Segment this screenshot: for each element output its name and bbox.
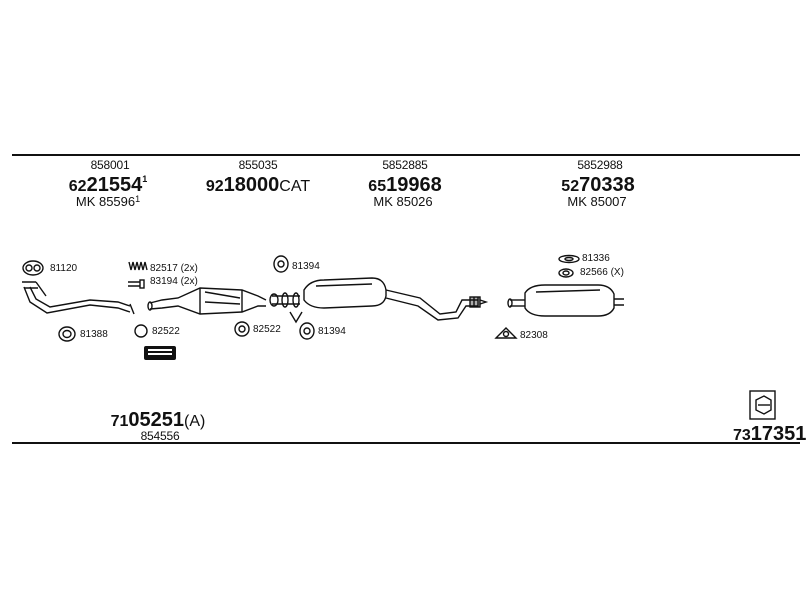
header-2-ref: 855035 [238,158,278,172]
header-1-main: 21554 [86,174,143,196]
label-82566: 82566 (X) [580,267,624,278]
header-4-ref: 5852988 [577,158,623,172]
label-82522-a: 82522 [152,326,180,337]
header-3-main: 19968 [386,174,442,196]
spring-82517-icon [128,261,148,271]
header-2-main: 18000 [223,174,280,196]
header-3-partno: 6519968 [368,175,441,195]
top-rule [12,154,800,156]
label-81120: 81120 [50,263,78,274]
code-partno: 7317351 [733,424,806,444]
pipe-end-icon [469,296,489,308]
kit-prefix: 71 [110,413,129,430]
bolt-83194-icon [128,279,145,289]
label-81388: 81388 [80,329,108,340]
middle-silencer-icon [303,277,478,321]
kit-suffix: (A) [184,413,206,430]
kit-badge-icon [749,390,776,420]
hanger-81394-b-icon [299,322,315,340]
heat-shield-icon [144,346,176,360]
label-81336: 81336 [582,253,610,264]
header-3-mk: MK 85026 [373,194,433,209]
header-4-main: 70338 [579,174,635,196]
label-82517: 82517 (2x) [150,263,198,274]
hanger-82308-icon [494,327,518,339]
label-82522-b: 82522 [253,324,281,335]
header-4-partno: 5270338 [561,175,634,195]
header-1-partno: 62215541 [68,174,148,196]
clamp-82566-icon [558,268,574,278]
gasket-81336-icon [558,254,580,264]
ring-82522-a-icon [134,324,148,338]
header-1-ref: 858001 [90,158,130,172]
front-pipe-icon [22,281,135,315]
header-4-mk: MK 85007 [567,194,627,209]
rear-silencer-icon [507,284,624,317]
ring-81388-icon [58,326,76,342]
header-1-mk: MK 855961 [75,194,141,209]
header-1-mk-sup: 1 [135,194,141,204]
hanger-81394-a-icon [273,255,289,273]
kit-partno: 7105251(A) [111,410,206,430]
header-1-mk-text: MK 85596 [75,194,136,209]
label-83194: 83194 (2x) [150,276,198,287]
catalytic-converter-icon [147,287,267,315]
pipe-end-shade-icon [470,297,480,307]
code-prefix: 73 [733,427,751,444]
gasket-81120-icon [22,260,44,276]
label-81394-a: 81394 [292,261,320,272]
kit-ref: 854556 [140,429,180,443]
header-3-ref: 5852885 [382,158,428,172]
clamp-icon [269,292,303,324]
header-2-suffix: CAT [279,178,311,195]
header-2-partno: 9218000CAT [206,175,310,195]
label-82308: 82308 [520,330,548,341]
ring-82522-b-icon [234,321,250,337]
label-81394-b: 81394 [318,326,346,337]
kit-main: 05251 [128,409,185,431]
bottom-rule [12,442,800,444]
code-main: 17351 [750,423,806,445]
header-4-prefix: 52 [561,178,580,195]
header-1-sup: 1 [142,174,148,184]
header-1-prefix: 62 [68,178,87,195]
header-2-prefix: 92 [205,178,224,195]
header-3-prefix: 65 [368,178,387,195]
